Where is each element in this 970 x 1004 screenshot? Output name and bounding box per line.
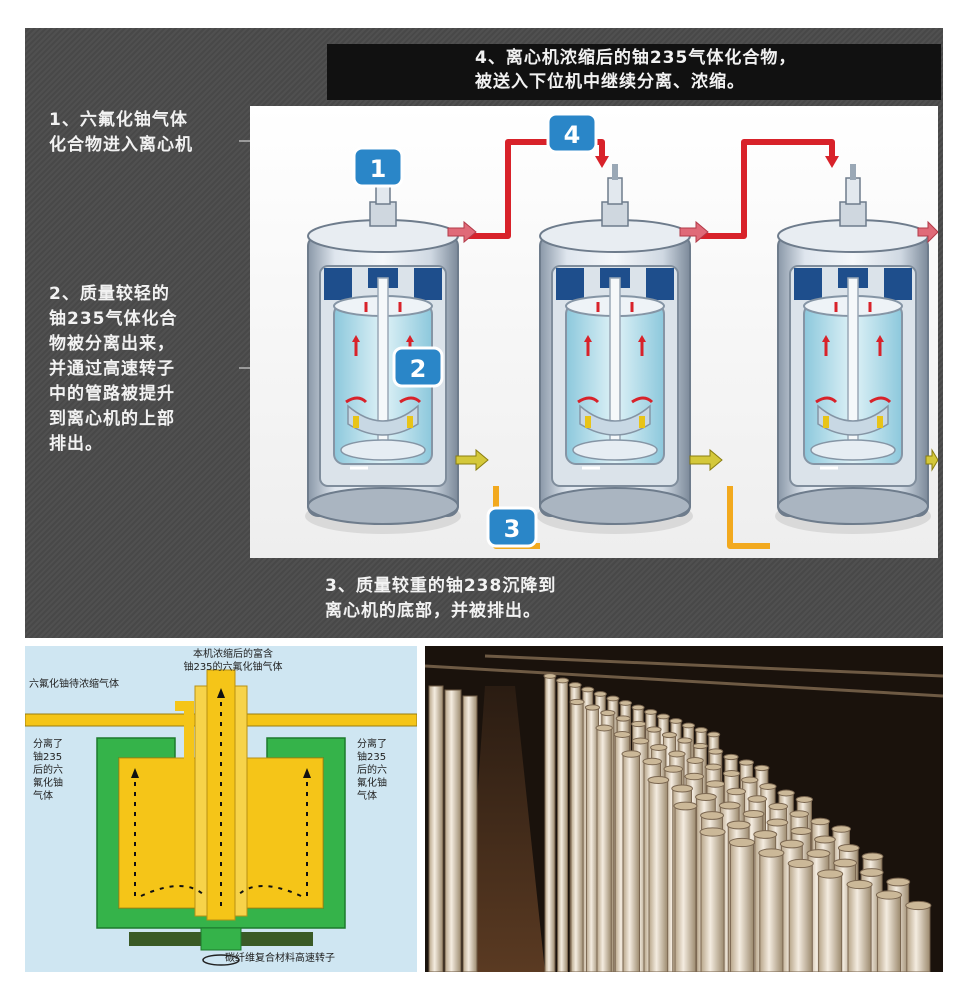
label-feed-gas: 六氟化铀待浓缩气体 — [29, 679, 119, 690]
marker-2: 2 — [392, 346, 444, 388]
marker-3: 3 — [486, 506, 538, 548]
centrifuge-illustration: 1 4 2 3 — [250, 106, 939, 558]
label-depleted-right: 分离了 铀235 后的六 氟化铀 气体 — [357, 739, 387, 802]
step2-caption: 2、质量较轻的 铀235气体化合 物被分离出来， 并通过高速转子 中的管路被提升… — [49, 284, 178, 454]
cross-section-diagram — [25, 669, 417, 966]
step1-caption: 1、六氟化铀气体 化合物进入离心机 — [49, 110, 193, 155]
cascade-hall-illustration — [425, 646, 943, 972]
marker-4-label: 4 — [564, 121, 581, 149]
outlet-arrows — [447, 220, 939, 244]
label-depleted-left: 分离了 铀235 后的六 氟化铀 气体 — [33, 739, 63, 802]
step3-caption: 3、质量较重的铀238沉降到 离心机的底部，并被排出。 — [325, 576, 557, 621]
step4-caption: 4、离心机浓缩后的铀235气体化合物， 被送入下位机中继续分离、浓缩。 — [475, 48, 797, 92]
label-rotor: 碳纤维复合材料高速转子 — [225, 953, 335, 964]
centrifuge-stage: 1 4 2 3 — [250, 106, 939, 558]
process-infographic: 4、离心机浓缩后的铀235气体化合物， 被送入下位机中继续分离、浓缩。 1、六氟… — [25, 28, 943, 638]
centrifuge-cross-section: 本机浓缩后的富含 铀235的六氟化铀气体 六氟化铀待浓缩气体 分离了 铀235 … — [25, 646, 417, 972]
label-enriched-output: 本机浓缩后的富含 铀235的六氟化铀气体 — [183, 649, 283, 673]
bottom-outlet-arrows — [455, 448, 939, 472]
marker-1-label: 1 — [370, 155, 387, 183]
enriched-flow-pipes — [466, 139, 835, 239]
marker-4: 4 — [546, 112, 598, 154]
enriched-flow-arrowheads — [595, 156, 839, 168]
marker-2-label: 2 — [410, 355, 427, 383]
marker-3-label: 3 — [504, 515, 521, 543]
step4-banner — [327, 44, 941, 100]
centrifuge-cascade-photo — [425, 646, 943, 972]
marker-1: 1 — [352, 146, 404, 188]
